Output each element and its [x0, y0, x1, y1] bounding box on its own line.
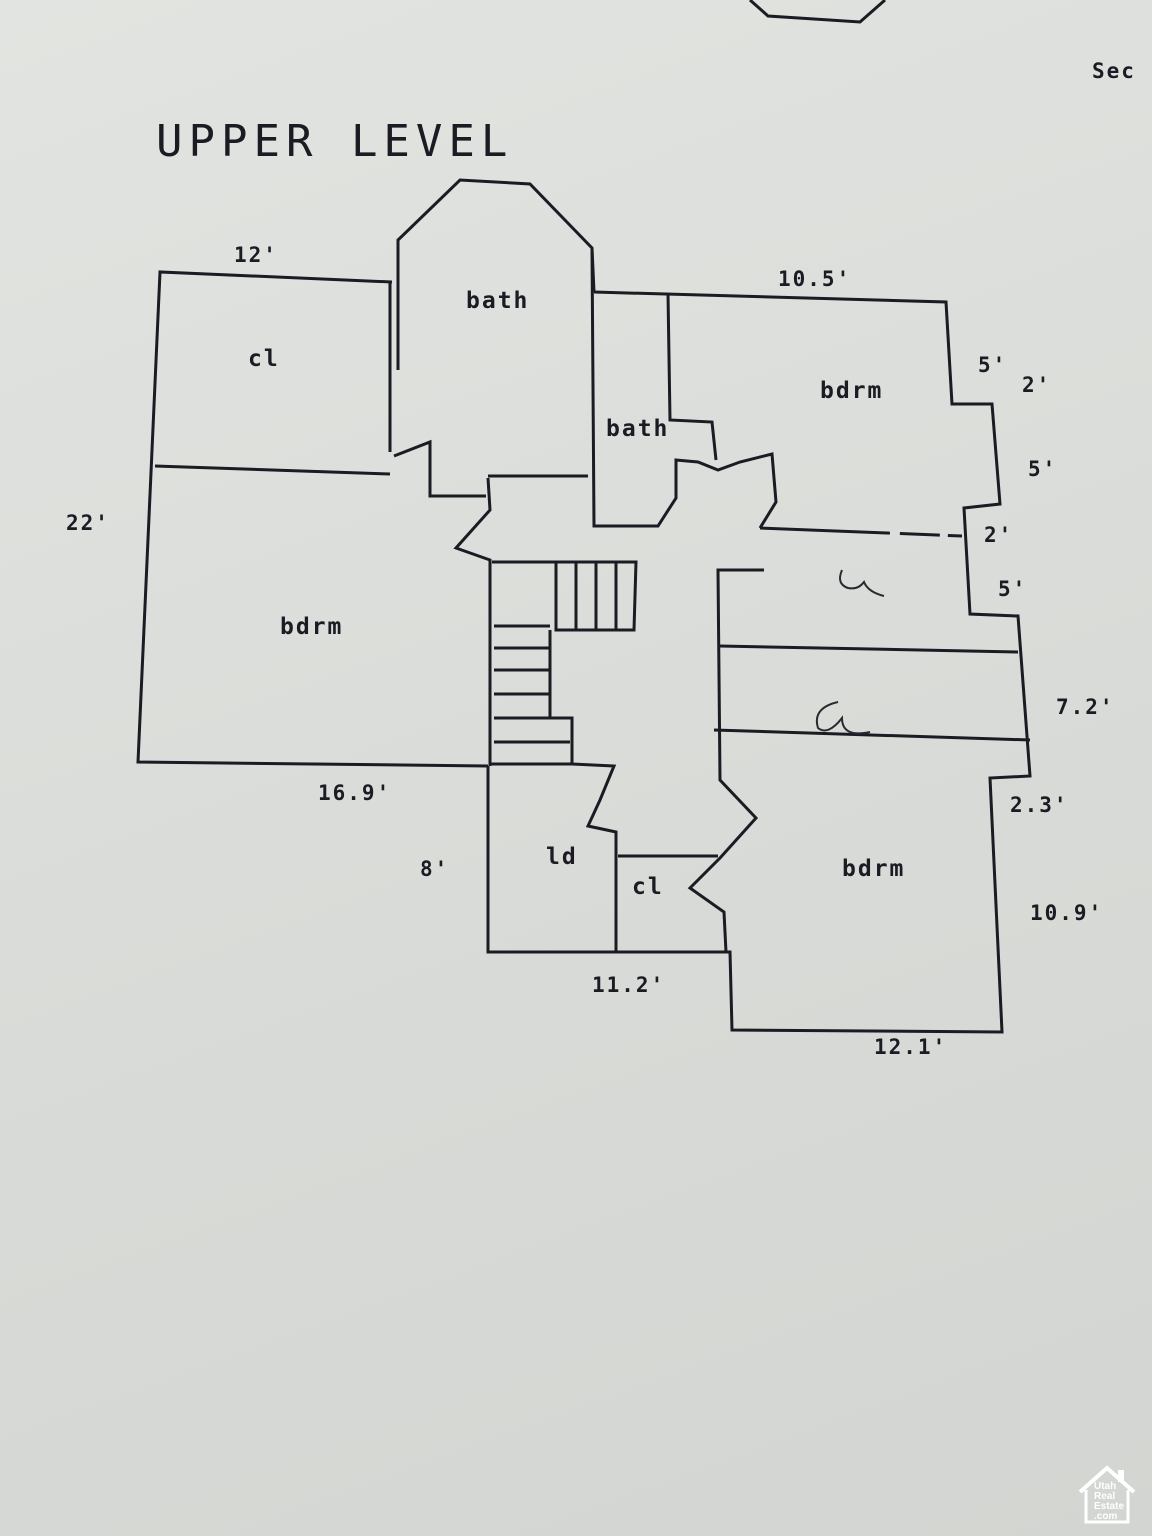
- wall-hall-right: [687, 568, 764, 953]
- wall-stairs-upper: [492, 560, 638, 632]
- wall-small-bath: [590, 247, 778, 529]
- room-label-bedroom-top-right: bdrm: [820, 378, 883, 404]
- dim-right-5b: 5': [1028, 457, 1057, 481]
- dim-right-2b: 2': [984, 523, 1013, 547]
- wall-closet-bottom: [154, 464, 391, 476]
- dim-right-2-3: 2.3': [1010, 793, 1069, 817]
- wall-bath-bdrm: [666, 293, 718, 461]
- wall-laundry: [571, 762, 618, 952]
- room-label-bedroom-bottom-right: bdrm: [842, 856, 905, 882]
- handwritten-mark-2: [816, 701, 871, 735]
- room-label-bath: bath: [466, 288, 529, 314]
- dim-bottom-middle: 11.2': [592, 973, 665, 997]
- room-label-laundry: ld: [546, 844, 578, 870]
- dim-top-left: 12': [234, 243, 278, 267]
- dim-laundry: 8': [420, 857, 449, 881]
- wall-corridor-left: [453, 477, 492, 766]
- dim-bottom-right: 12.1': [874, 1035, 947, 1059]
- wall-outer-right: [486, 290, 1032, 1034]
- top-cropped-shape: [749, 0, 886, 24]
- dim-right-10-9: 10.9': [1030, 901, 1103, 925]
- room-label-closet: cl: [248, 346, 280, 372]
- wall-left-wing: [136, 270, 489, 768]
- plan-title: UPPER LEVEL: [156, 116, 513, 167]
- room-label-closet-bottom: cl: [632, 874, 664, 900]
- dim-right-5c: 5': [998, 577, 1027, 601]
- door-line-1: [719, 644, 1019, 654]
- dim-top-right: 10.5': [778, 267, 851, 291]
- stair-treads: [494, 562, 618, 744]
- dim-right-7-2: 7.2': [1056, 695, 1115, 719]
- dim-right-5a: 5': [978, 353, 1007, 377]
- watermark-house-icon: [1078, 1465, 1136, 1524]
- wall-stairs-lower: [490, 630, 574, 766]
- wall-bdrm-bottom: [759, 526, 963, 538]
- door-line-2: [713, 728, 1031, 742]
- dim-left: 22': [66, 511, 110, 535]
- dim-bottom-left: 16.9': [318, 781, 391, 805]
- corner-text: Sec: [1092, 59, 1136, 83]
- room-label-bedroom-left: bdrm: [280, 614, 343, 640]
- handwritten-mark-1: [839, 569, 885, 597]
- room-label-bath-small: bath: [606, 416, 669, 442]
- dim-right-2a: 2': [1022, 373, 1051, 397]
- wall-bath-left: [396, 178, 596, 370]
- wall-bath-lower: [393, 439, 486, 498]
